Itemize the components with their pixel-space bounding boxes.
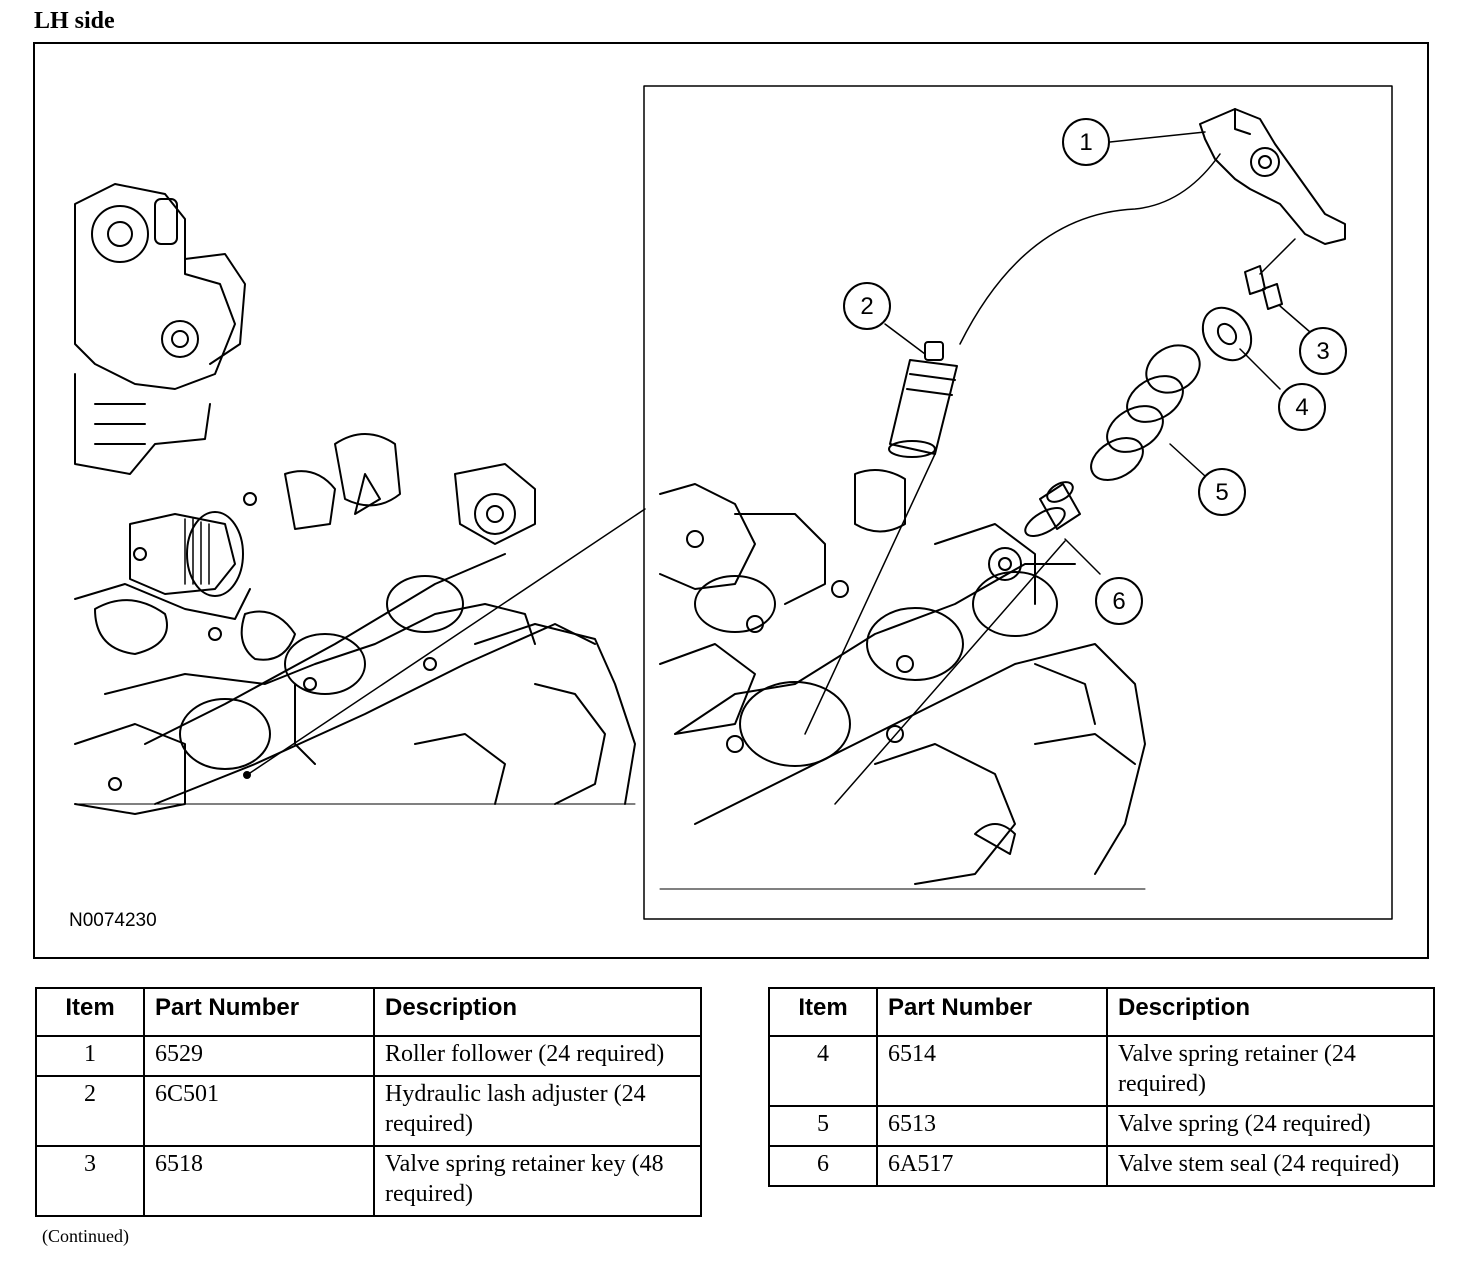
retainer-key-part [1244,265,1283,310]
lash-adjuster-part [888,341,958,458]
cell-part-number: 6C501 [143,1075,375,1147]
cell-description: Valve spring retainer key (48 required) [373,1145,702,1217]
header-description: Description [373,987,702,1037]
callout-1: 1 [1062,118,1110,166]
section-heading: LH side [34,8,115,34]
table-row: 6 6A517 Valve stem seal (24 required) [768,1145,1435,1187]
cell-item: 4 [768,1035,878,1107]
cell-part-number: 6513 [876,1105,1108,1147]
header-item: Item [768,987,878,1037]
parts-table-left: Item Part Number Description 1 6529 Roll… [35,987,702,1217]
illustration-frame: 1 2 3 4 5 6 N0074230 [33,42,1429,959]
cell-description: Hydraulic lash adjuster (24 required) [373,1075,702,1147]
valve-spring-part [1090,344,1201,481]
cell-part-number: 6529 [143,1035,375,1077]
table-row: 5 6513 Valve spring (24 required) [768,1105,1435,1147]
callout-4-label: 4 [1295,394,1308,421]
cell-item: 5 [768,1105,878,1147]
cell-item: 3 [35,1145,145,1217]
cell-description: Valve spring retainer (24 required) [1106,1035,1435,1107]
table-row: 4 6514 Valve spring retainer (24 require… [768,1035,1435,1107]
cell-item: 2 [35,1075,145,1147]
cell-item: 6 [768,1145,878,1187]
table-row: 1 6529 Roller follower (24 required) [35,1035,702,1077]
callout-4: 4 [1278,383,1326,431]
spring-retainer-part [1201,306,1253,362]
engine-illustration: 1 2 3 4 5 6 [74,85,1393,920]
table-header-row: Item Part Number Description [768,987,1435,1037]
detail-drawing [659,469,1146,890]
roller-follower-part [1199,108,1346,245]
callout-1-label: 1 [1079,129,1092,156]
valve-stem-seal-part [1024,481,1081,537]
cell-part-number: 6A517 [876,1145,1108,1187]
engine-overview-drawing [74,183,636,815]
figure-id: N0074230 [69,910,157,931]
cell-description: Roller follower (24 required) [373,1035,702,1077]
callout-3-label: 3 [1316,338,1329,365]
callout-5: 5 [1198,468,1246,516]
header-item: Item [35,987,145,1037]
continued-note: (Continued) [42,1226,129,1246]
cell-part-number: 6514 [876,1035,1108,1107]
header-description: Description [1106,987,1435,1037]
parts-table-right: Item Part Number Description 4 6514 Valv… [768,987,1435,1187]
cell-item: 1 [35,1035,145,1077]
callout-3: 3 [1299,327,1347,375]
callout-2-label: 2 [860,293,873,320]
header-part-number: Part Number [876,987,1108,1037]
cell-description: Valve stem seal (24 required) [1106,1145,1435,1187]
cell-part-number: 6518 [143,1145,375,1217]
callout-6-label: 6 [1112,588,1125,615]
cell-description: Valve spring (24 required) [1106,1105,1435,1147]
header-part-number: Part Number [143,987,375,1037]
callout-2: 2 [843,282,891,330]
table-row: 2 6C501 Hydraulic lash adjuster (24 requ… [35,1075,702,1147]
callout-6: 6 [1095,577,1143,625]
table-row: 3 6518 Valve spring retainer key (48 req… [35,1145,702,1217]
callout-5-label: 5 [1215,479,1228,506]
table-header-row: Item Part Number Description [35,987,702,1037]
